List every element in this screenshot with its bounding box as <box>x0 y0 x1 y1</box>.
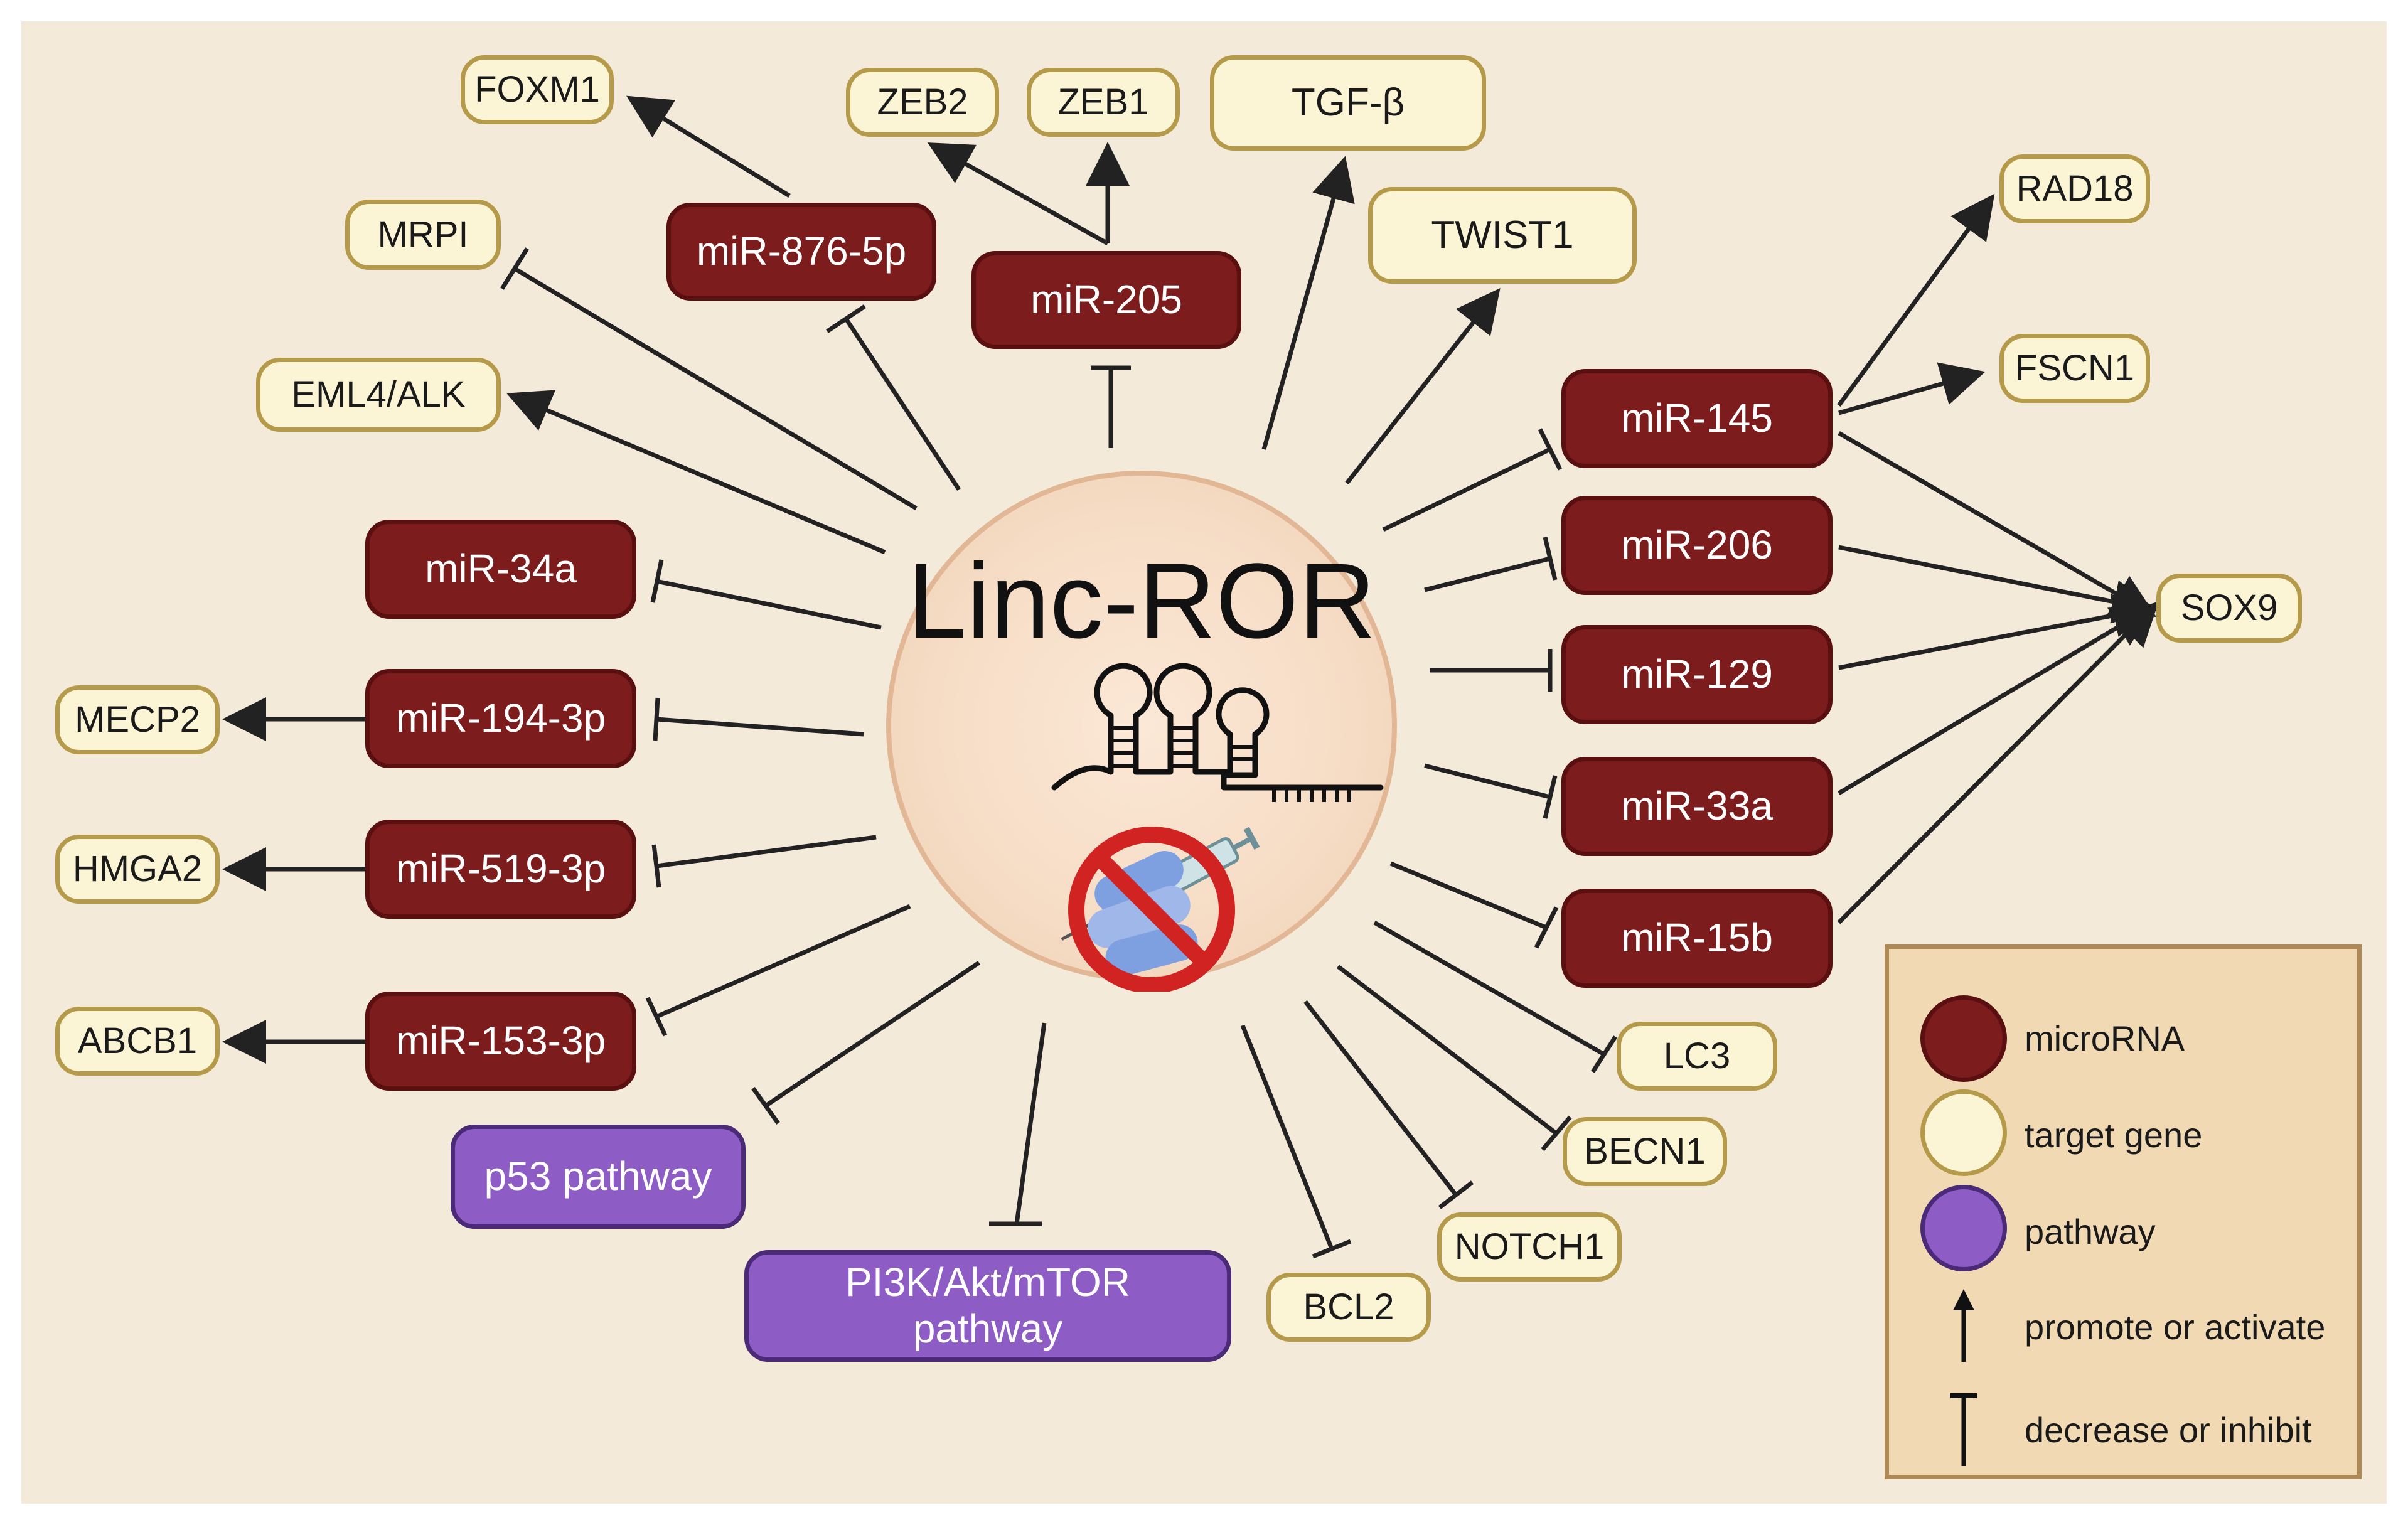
node-notch1: NOTCH1 <box>1437 1212 1622 1282</box>
no-drug-icon <box>1061 827 1260 992</box>
node-mir-153-3p: miR-153-3p <box>365 992 636 1091</box>
bar-lincror-lc3 <box>1591 1035 1617 1073</box>
node-rad18: RAD18 <box>1999 154 2150 223</box>
node-mir-519-3p: miR-519-3p <box>365 820 636 919</box>
link-lincror-mir33a <box>1424 763 1551 800</box>
legend-inhibit-icon <box>1950 1393 1977 1466</box>
link-lincror-mir876 <box>844 318 961 491</box>
node-hmga2: HMGA2 <box>55 835 220 904</box>
node-mir-194-3p: miR-194-3p <box>365 669 636 768</box>
link-lincror-mir194 <box>656 717 864 737</box>
legend-pathway-label: pathway <box>2025 1212 2156 1251</box>
bar-lincror-mir145 <box>1538 428 1563 471</box>
node-zeb2: ZEB2 <box>846 68 999 137</box>
link-lincror-pi3k <box>1014 1022 1047 1224</box>
node-twist1: TWIST1 <box>1368 187 1637 284</box>
bar-lincror-mir153 <box>645 997 668 1037</box>
bar-lincror-bcl2 <box>1312 1239 1352 1259</box>
node-fscn1: FSCN1 <box>1999 334 2150 403</box>
rna-hairpin-icon <box>1051 663 1384 802</box>
link-lincror-mir34a <box>656 579 882 630</box>
node-mir-205: miR-205 <box>971 251 1241 349</box>
link-mir129-sox9 <box>1838 594 2158 670</box>
node-zeb1: ZEB1 <box>1027 68 1180 137</box>
legend-inhibit-label: decrease or inhibit <box>2025 1410 2312 1450</box>
node-mir-33a: miR-33a <box>1561 757 1833 856</box>
node-tgf-beta: TGF-β <box>1210 55 1486 151</box>
link-lincror-eml4alk <box>506 390 886 555</box>
legend: microRNA target gene pathway promote or … <box>1885 944 2362 1479</box>
bar-lincror-mir519 <box>651 844 661 888</box>
link-mir33a-sox9 <box>1838 604 2157 796</box>
link-mir206-sox9 <box>1838 545 2158 624</box>
legend-arrow-icon <box>1953 1289 1974 1362</box>
link-lincror-mir153 <box>655 904 911 1019</box>
node-bcl2: BCL2 <box>1266 1273 1431 1342</box>
bar-lincror-mrpi <box>500 247 529 290</box>
legend-target-gene-label: target gene <box>2025 1115 2203 1155</box>
link-mir205-zeb2 <box>927 142 1109 246</box>
link-lincror-twist1 <box>1345 287 1501 485</box>
link-mir145-rad18 <box>1837 193 1995 407</box>
node-lc3: LC3 <box>1617 1022 1777 1091</box>
node-foxm1: FOXM1 <box>461 55 614 124</box>
link-lincror-mrpi <box>513 266 918 511</box>
link-lincror-tgfb <box>1261 156 1355 450</box>
node-eml4-alk: EML4/ALK <box>256 358 501 432</box>
node-mir-34a: miR-34a <box>365 520 636 619</box>
bar-lincror-p53 <box>751 1086 780 1125</box>
link-lincror-mir519 <box>656 835 877 869</box>
link-mir145-sox9 <box>1838 431 2157 618</box>
bar-lincror-mir34a <box>650 559 664 603</box>
bar-lincror-mir194 <box>653 697 660 741</box>
link-lincror-mir15b <box>1389 861 1548 930</box>
bar-lincror-mir33a <box>1543 775 1558 819</box>
link-lincror-mir145 <box>1382 447 1551 532</box>
node-mir-129: miR-129 <box>1561 625 1833 724</box>
node-abcb1: ABCB1 <box>55 1007 220 1076</box>
node-mecp2: MECP2 <box>55 685 220 754</box>
bar-lincror-becn1 <box>1541 1115 1572 1152</box>
bar-lincror-mir15b <box>1534 906 1559 949</box>
link-mir876-foxm1 <box>626 95 791 198</box>
node-mrpi: MRPI <box>345 200 501 270</box>
link-lincror-lc3 <box>1373 920 1605 1057</box>
link-lincror-bcl2 <box>1240 1024 1334 1250</box>
node-mir-876-5p: miR-876-5p <box>666 203 936 301</box>
node-becn1: BECN1 <box>1563 1117 1727 1186</box>
link-mir15b-sox9 <box>1837 601 2159 924</box>
link-mir145-fscn1 <box>1838 362 1986 415</box>
node-sox9: SOX9 <box>2156 574 2302 643</box>
bar-lincror-notch1 <box>1438 1180 1474 1209</box>
link-lincror-notch1 <box>1303 1000 1458 1197</box>
legend-promote-label: promote or activate <box>2025 1307 2326 1347</box>
bar-lincror-mir206 <box>1543 537 1558 581</box>
node-mir-15b: miR-15b <box>1561 889 1833 988</box>
bar-lincror-mir876 <box>826 304 866 333</box>
node-p53-pathway: p53 pathway <box>451 1125 746 1229</box>
link-lincror-p53 <box>764 961 980 1108</box>
node-pi3k-pathway: PI3K/Akt/mTOR pathway <box>744 1250 1231 1362</box>
node-mir-206: miR-206 <box>1561 496 1833 595</box>
legend-microrna-label: microRNA <box>2025 1019 2185 1058</box>
linc-ror-title: Linc-ROR <box>907 542 1376 661</box>
legend-pathway-swatch <box>1920 1185 2007 1271</box>
legend-microrna-swatch <box>1920 995 2007 1082</box>
node-mir-145: miR-145 <box>1561 369 1833 468</box>
link-lincror-mir206 <box>1424 556 1551 592</box>
legend-target-gene-swatch <box>1920 1089 2007 1176</box>
link-lincror-becn1 <box>1336 965 1558 1135</box>
